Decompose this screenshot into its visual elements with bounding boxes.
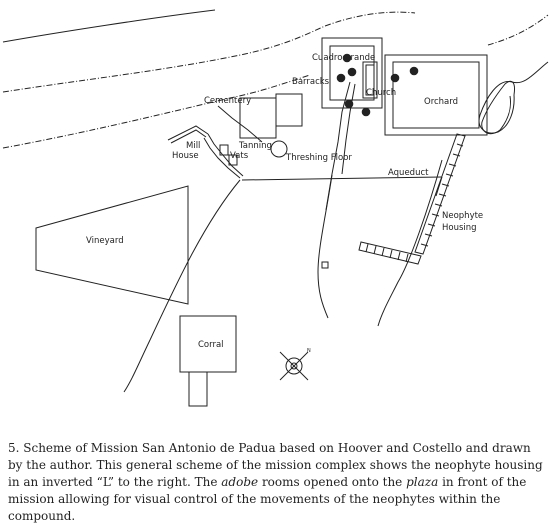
compass-rose-arm xyxy=(279,351,309,381)
church-label: Church xyxy=(366,88,396,98)
vineyard-field xyxy=(35,185,189,305)
caption-part-3: in front of the mission allowing for vis… xyxy=(8,475,527,523)
church-inner xyxy=(365,64,375,96)
north-label: N xyxy=(307,348,311,354)
barracks-label: Barracks xyxy=(292,77,330,87)
figure-caption: 5. Scheme of Mission San Antonio de Padu… xyxy=(8,440,548,525)
tree-icon xyxy=(347,67,357,77)
compass-rose-center xyxy=(290,362,298,370)
caption-plaza: plaza xyxy=(406,475,439,489)
orchard-label: Orchard xyxy=(424,97,458,107)
neophyte-housing-upper-ticks xyxy=(420,143,464,247)
mill-channel xyxy=(207,133,244,177)
barracks-building xyxy=(275,93,303,127)
neophyte-label: Neophyte xyxy=(442,211,483,221)
tanning-vat-2 xyxy=(228,154,238,166)
mill-race xyxy=(167,125,209,141)
threshing-floor xyxy=(270,140,288,158)
aqueduct-label: Aqueduct xyxy=(388,168,429,178)
aqueduct xyxy=(241,176,443,181)
mill-channel-inner xyxy=(203,137,241,179)
neophyte-housing-upper xyxy=(414,133,466,255)
mill-label: Mill xyxy=(186,141,200,151)
corral-annex xyxy=(188,371,208,407)
tree-icon xyxy=(344,99,354,109)
road-church xyxy=(341,83,356,175)
tree-icon xyxy=(336,73,346,83)
orchard-outer xyxy=(384,54,488,136)
river-line-lower xyxy=(2,74,311,149)
road-cemetery xyxy=(217,105,263,143)
tree-icon xyxy=(342,53,352,63)
tree-icon xyxy=(390,73,400,83)
vats-label: Vats xyxy=(230,151,249,161)
road-to-south xyxy=(317,174,333,319)
corral-label: Corral xyxy=(198,340,224,350)
corral-enclosure xyxy=(179,315,237,373)
neophyte-housing-lower-ticks xyxy=(365,243,409,263)
river-line-middle xyxy=(2,11,416,93)
threshing-floor-label: Threshing Floor xyxy=(285,153,352,163)
compass-rose-ring xyxy=(285,357,303,375)
orchard-inner xyxy=(392,61,480,129)
river-line-upper xyxy=(2,9,216,43)
cuadro-grande-outer xyxy=(321,37,383,109)
caption-part-2: rooms opened onto the xyxy=(258,475,407,489)
house-label: House xyxy=(172,151,199,161)
caption-part-1: 5. Scheme of Mission San Antonio de Padu… xyxy=(8,441,543,489)
river-wavy-channel xyxy=(478,61,549,134)
caption-adobe: adobe xyxy=(221,475,259,489)
road-east xyxy=(377,159,443,327)
mill-race-inner xyxy=(170,129,207,144)
church-outer xyxy=(362,61,378,99)
small-structure xyxy=(321,261,329,269)
tanning-label: Tanning xyxy=(238,141,272,151)
river-line-right xyxy=(487,14,549,46)
tree-icon xyxy=(409,66,419,76)
vineyard-label: Vineyard xyxy=(86,236,124,246)
tree-icon xyxy=(361,107,371,117)
river-wavy-bank xyxy=(481,80,515,135)
neophyte-housing-lower xyxy=(358,241,422,265)
cemetery-label: Cementery xyxy=(204,96,251,106)
housing-label: Housing xyxy=(442,223,477,233)
tanning-vat-1 xyxy=(219,144,229,156)
road-southwest xyxy=(123,179,241,393)
cuadro-grande-label: Cuadro grande xyxy=(312,53,375,63)
